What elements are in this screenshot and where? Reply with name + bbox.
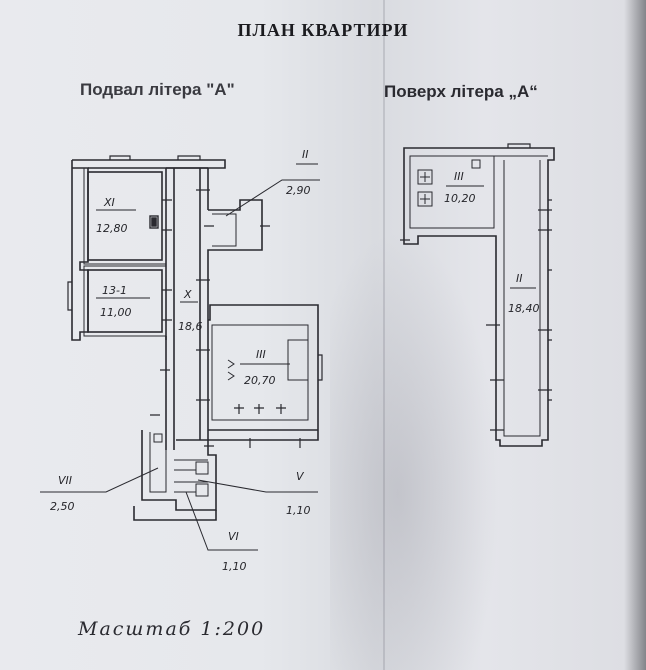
room-13-1-number: 13-1: [102, 284, 127, 297]
paper-shadow: [330, 230, 500, 670]
floor-caption: Поверх літера „А“: [384, 82, 538, 101]
plan-title: ПЛАН КВАРТИРИ: [237, 20, 409, 40]
room-iii-area: 20,70: [244, 374, 276, 387]
room-ii-small-area: 2,90: [286, 184, 311, 197]
sheet-fold: [383, 0, 385, 670]
floor-room-ii-area: 18,40: [508, 302, 540, 315]
page-edge: [624, 0, 646, 670]
room-iii-number: III: [256, 348, 266, 361]
room-ii-small-number: II: [302, 148, 309, 161]
room-13-1-area: 11,00: [100, 306, 132, 319]
room-v-number: V: [296, 470, 305, 483]
room-xi-outline: [87, 171, 163, 261]
basement-outer-wall: [71, 160, 89, 341]
room-vi-area: 1,10: [222, 560, 247, 573]
room-v-area: 1,10: [286, 504, 311, 517]
room-xi-number: XI: [103, 196, 115, 209]
scale-label: Масштаб 1:200: [78, 618, 266, 640]
room-x-area: 18,6: [178, 320, 203, 333]
room-13-1-outline: [87, 269, 163, 333]
corridor-x-wall: [165, 168, 209, 450]
floor-outer-wall: [403, 147, 555, 447]
room-x-number: X: [183, 288, 192, 301]
floor-room-iii-number: III: [454, 170, 464, 183]
floor-room-ii-number: II: [516, 272, 523, 285]
room-vi-number: VI: [228, 530, 239, 543]
room-vii-number: VII: [58, 474, 72, 487]
room-vii-area: 2,50: [50, 500, 75, 513]
room-xi-area: 12,80: [96, 222, 128, 235]
basement-caption: Подвал літера "А": [80, 80, 235, 99]
floor-room-iii-area: 10,20: [444, 192, 476, 205]
